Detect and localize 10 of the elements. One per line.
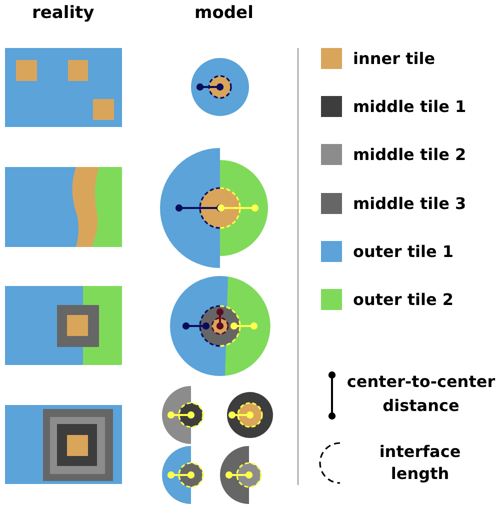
legend-label: middle tile 1 [353,96,466,116]
legend-label: inner tile [353,48,436,68]
legend-label: middle tile 2 [353,144,466,164]
legend-label: interface length [378,441,462,485]
column-heading: reality [32,3,94,23]
legend-label: middle tile 3 [353,194,466,214]
legend-label: outer tile 2 [353,290,454,310]
legend-label: outer tile 1 [353,242,454,262]
legend-label: center-to-center distance [346,371,496,417]
column-heading: model [194,3,254,23]
